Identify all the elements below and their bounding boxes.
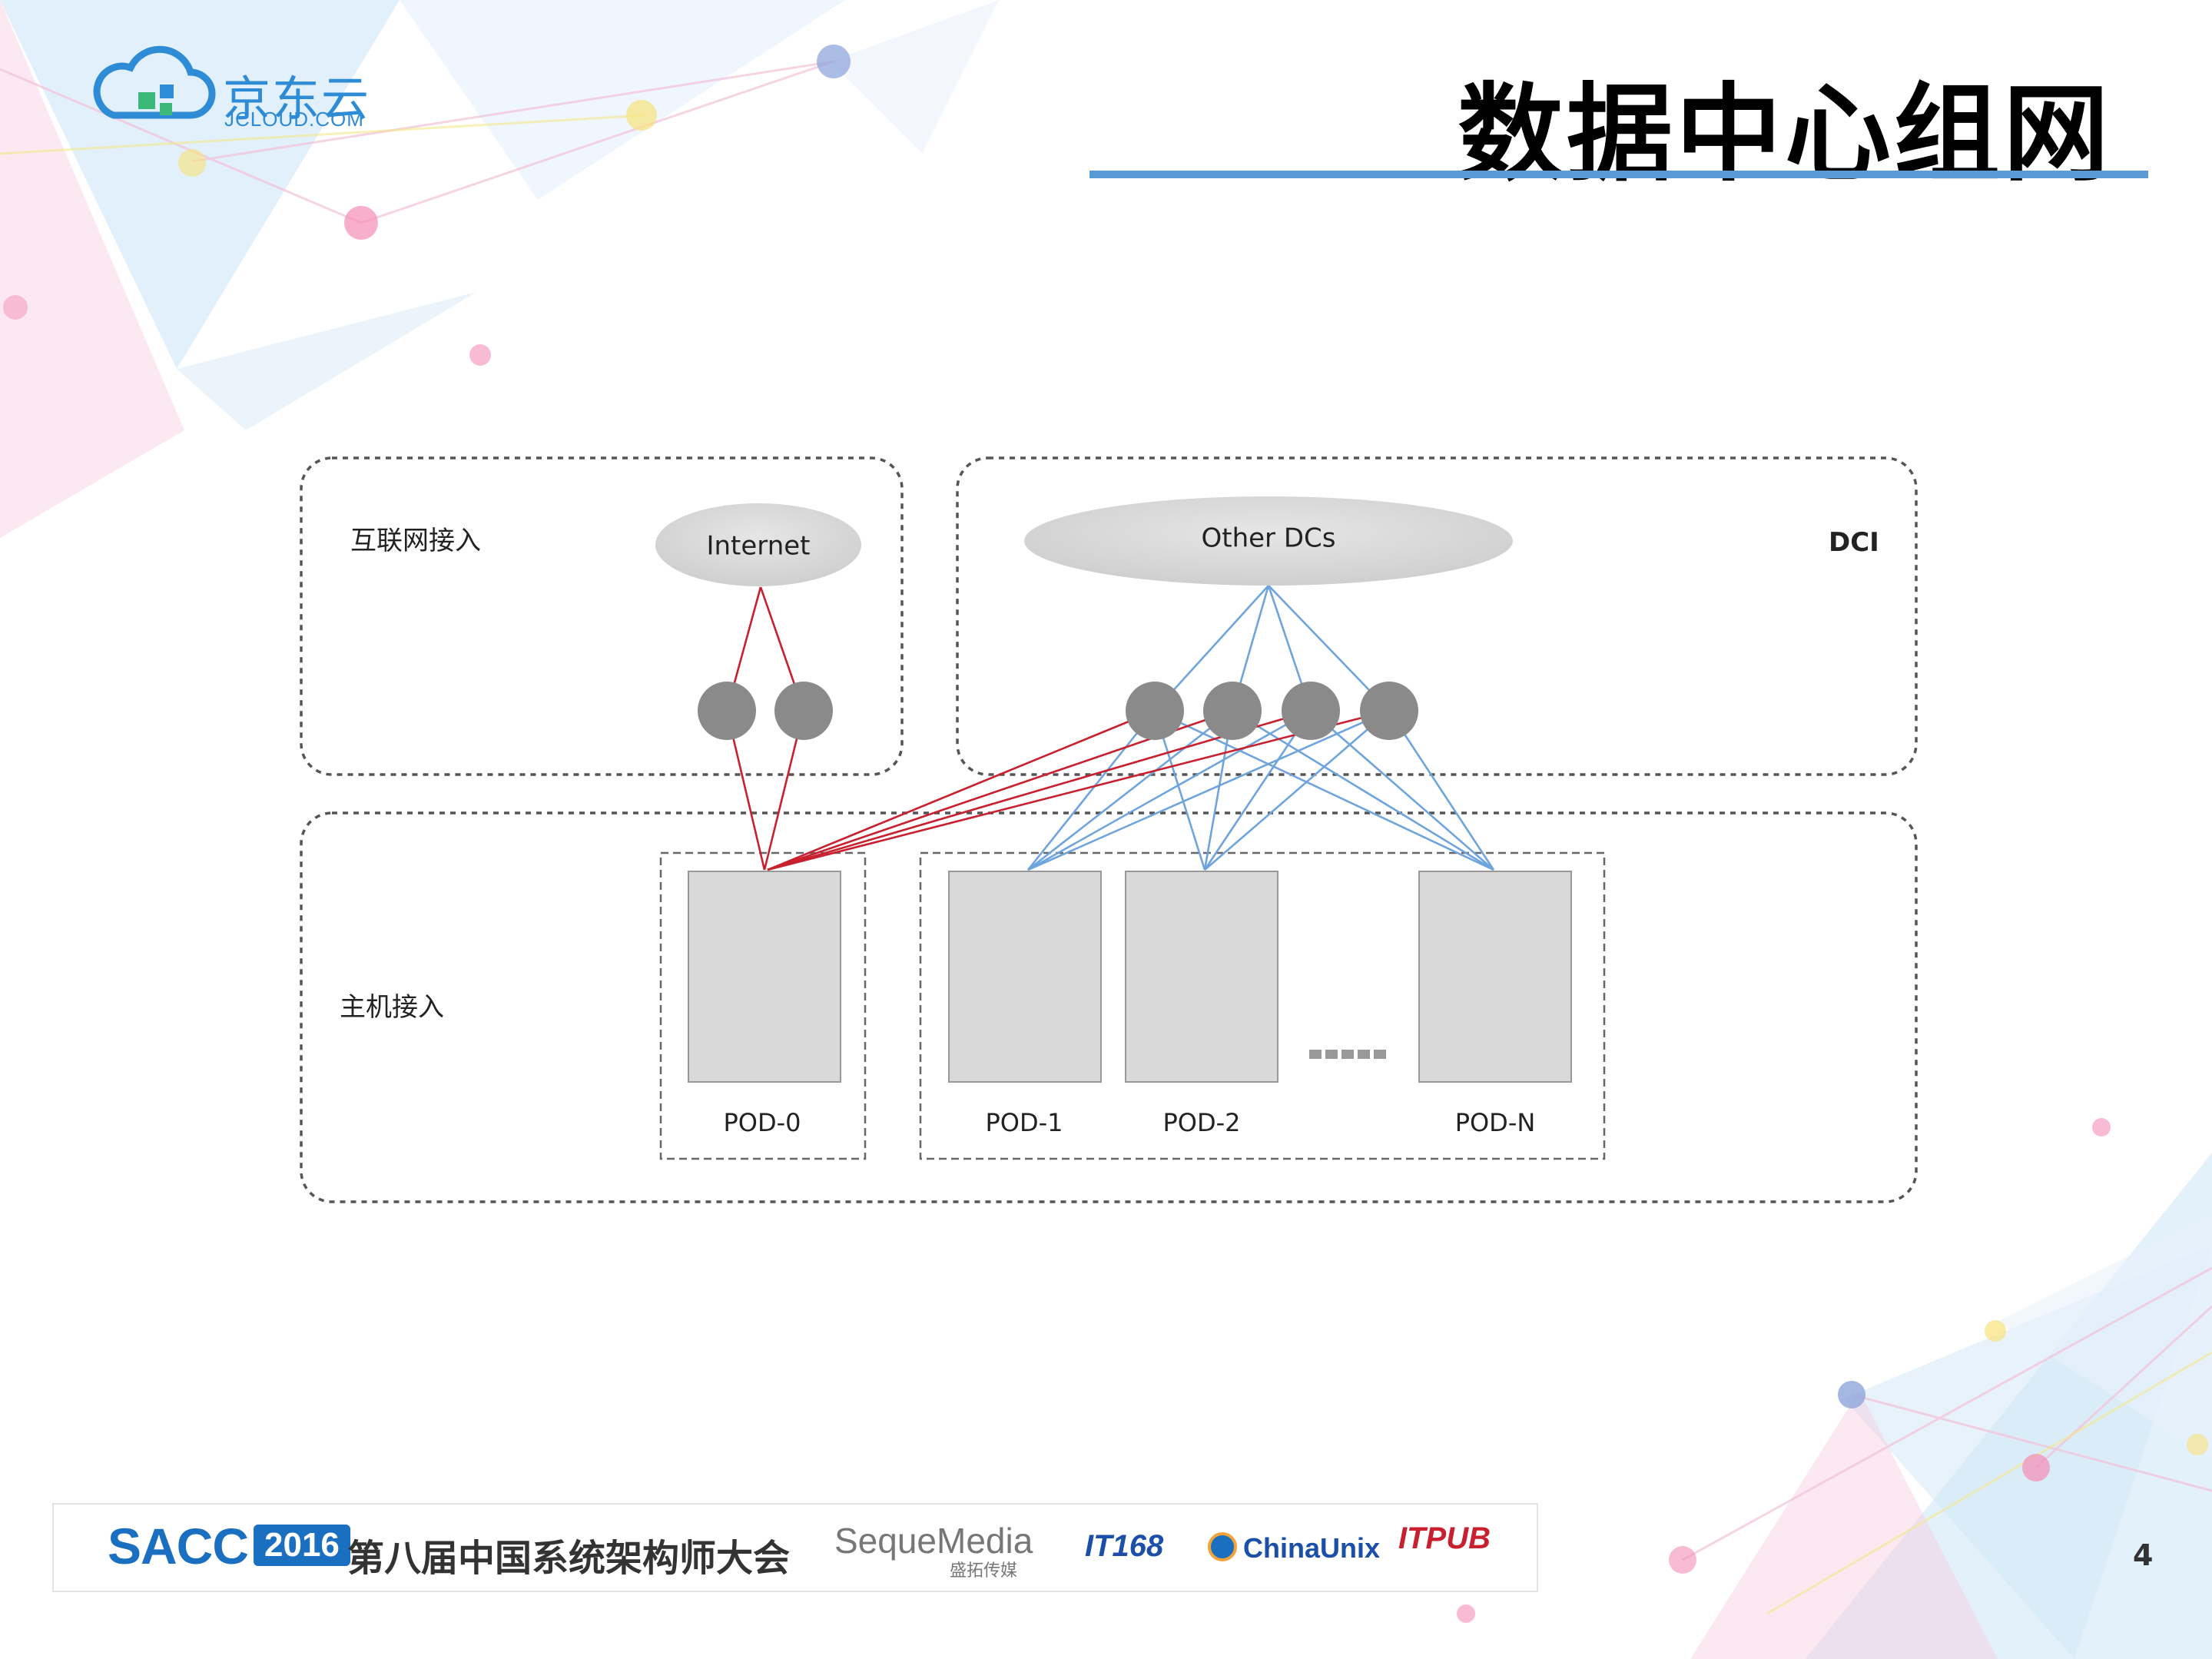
zone-internet-label: 互联网接入 bbox=[350, 526, 481, 556]
pods-group bbox=[919, 851, 1606, 1160]
zone-dci bbox=[956, 456, 1918, 776]
page-number: 4 bbox=[2133, 1538, 2154, 1572]
pod-n-label: POD-N bbox=[1455, 1108, 1536, 1137]
dci-switch-2 bbox=[1203, 682, 1262, 740]
conference-name: 第八届中国系统架构师大会 bbox=[347, 1537, 791, 1580]
pod0-group bbox=[659, 851, 867, 1160]
zone-host bbox=[300, 811, 1918, 1203]
logo-subtext: JCLOUD.COM bbox=[224, 108, 364, 131]
pod-0-label: POD-0 bbox=[723, 1108, 801, 1137]
dci-downlink bbox=[1027, 709, 1390, 871]
dci-downlink bbox=[1204, 710, 1390, 871]
pod-boxes bbox=[688, 871, 1572, 1083]
zone-dci-label: DCI bbox=[1829, 527, 1879, 558]
pod-2-label: POD-2 bbox=[1162, 1108, 1240, 1137]
internet-label: Internet bbox=[706, 531, 810, 562]
pod-0-box bbox=[688, 871, 841, 1083]
dci-pod0-link bbox=[767, 709, 1156, 871]
switches bbox=[698, 682, 1418, 740]
other-dcs-label: Other DCs bbox=[1202, 523, 1336, 554]
dci-downlink bbox=[1026, 710, 1156, 871]
dci-downlink bbox=[1027, 709, 1233, 871]
pod-1-label: POD-1 bbox=[985, 1108, 1063, 1137]
zone-host-label: 主机接入 bbox=[340, 992, 444, 1023]
sponsor-it168: IT168 bbox=[1085, 1529, 1164, 1563]
sponsor-itpub: ITPUB bbox=[1398, 1521, 1491, 1555]
title-underline bbox=[1089, 171, 2148, 178]
pod-n-box bbox=[1418, 871, 1572, 1083]
zone-internet bbox=[300, 456, 904, 776]
dci-switch-3 bbox=[1282, 682, 1340, 740]
dci-downlink bbox=[1388, 710, 1495, 871]
pod-1-box bbox=[948, 871, 1102, 1083]
pod-2-box bbox=[1125, 871, 1278, 1083]
dci-switch-1 bbox=[1126, 682, 1184, 740]
internet-switch-1 bbox=[698, 682, 756, 740]
sponsor-chinaunix: ChinaUnix bbox=[1243, 1532, 1381, 1564]
other-dcs-node bbox=[1024, 496, 1513, 586]
dci-downlink bbox=[1203, 710, 1312, 871]
dci-downlink bbox=[1154, 709, 1494, 871]
sacc-logo: SACC bbox=[108, 1518, 249, 1574]
dci-downlink bbox=[1310, 710, 1494, 871]
internet-switch-2 bbox=[774, 682, 833, 740]
sacc-year-badge: 2016 bbox=[254, 1525, 350, 1566]
dci-pod0-link bbox=[767, 709, 1390, 871]
dci-downlink bbox=[1027, 709, 1312, 871]
sponsor-sequemedia: SequeMedia bbox=[834, 1521, 1033, 1561]
logo-text: 京东云 bbox=[223, 71, 371, 127]
chinaunix-icon bbox=[1208, 1532, 1237, 1561]
dci-switch-4 bbox=[1360, 682, 1418, 740]
dci-downlink bbox=[1232, 709, 1494, 871]
sponsor-shengtuo: 盛拓传媒 bbox=[950, 1561, 1018, 1581]
jcloud-logo-icon bbox=[93, 45, 216, 119]
internet-node bbox=[655, 503, 861, 586]
